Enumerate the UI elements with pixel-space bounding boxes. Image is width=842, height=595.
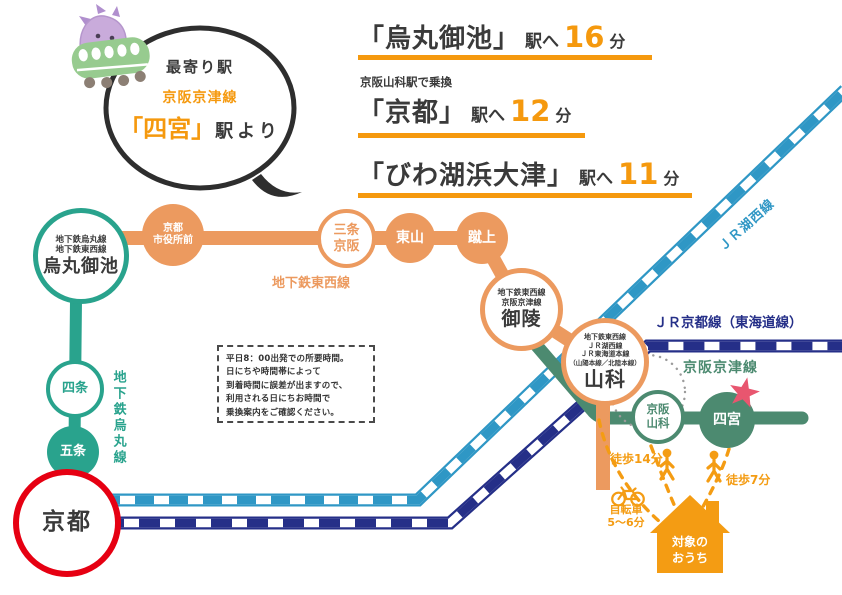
house-label-line1: 対象の bbox=[671, 535, 708, 549]
station-name: 山科 bbox=[646, 416, 670, 430]
station-sub-label: 京阪京津線 bbox=[501, 298, 542, 308]
speech-bubble bbox=[71, 4, 302, 197]
note-line: 平日8：00出発での所要時間。 bbox=[226, 354, 349, 364]
keishin-line-label: 京阪京津線 bbox=[683, 360, 758, 376]
station-higashiyama: 東山 bbox=[385, 213, 435, 263]
bubble-station-line: 「四宮」駅より bbox=[90, 109, 310, 144]
bicycle-label: 自転車 5〜6分 bbox=[598, 503, 654, 529]
station-sub-label: 地下鉄烏丸線 bbox=[55, 234, 107, 245]
station-kyoto-shiyakushomae: 京都 市役所前 bbox=[142, 204, 204, 266]
transfer-dotted-circle-icon bbox=[609, 353, 687, 431]
bubble-nearest-station-label: 最寄り駅 bbox=[165, 58, 234, 76]
destination-station: 「烏丸御池」 bbox=[358, 24, 521, 54]
station-sub-label: 地下鉄東西線 bbox=[584, 332, 626, 341]
destination-unit: 分 bbox=[663, 169, 680, 188]
station-name: 京阪 bbox=[646, 402, 670, 417]
destination-minutes: 16 bbox=[564, 20, 605, 54]
destination-to-label: 駅へ bbox=[525, 32, 560, 52]
station-shijo: 四条 bbox=[46, 360, 104, 418]
destination-row-kyoto: 「京都」 駅へ 12 分 bbox=[358, 92, 571, 129]
destination-minutes: 11 bbox=[618, 157, 659, 191]
station-sub-label: 地下鉄東西線 bbox=[497, 288, 546, 298]
target-house-label: 対象の おうち bbox=[657, 535, 723, 566]
station-sub-label: ＪＲ湖西線 bbox=[587, 341, 623, 350]
station-name: 京阪 bbox=[333, 238, 360, 254]
walk7-route-dashed-line bbox=[697, 447, 731, 516]
station-name: 蹴上 bbox=[468, 229, 496, 246]
station-name: 烏丸御池 bbox=[43, 255, 119, 277]
note-line: 利用される日にちお時間で bbox=[226, 394, 331, 405]
bicycle-icon bbox=[611, 486, 645, 507]
destination-minutes: 12 bbox=[510, 94, 551, 128]
station-shinomiya: 四宮 bbox=[699, 392, 755, 448]
destination-station: 「京都」 bbox=[358, 98, 467, 128]
station-sub-label: ＪＲ東海道本線 bbox=[580, 350, 630, 359]
station-name: 四条 bbox=[61, 381, 88, 397]
station-keihan-yamashina: 京阪 山科 bbox=[631, 390, 685, 444]
note-line: 到着時間に誤差が出ますので、 bbox=[226, 380, 348, 391]
station-karasuma-oike: 地下鉄烏丸線 地下鉄東西線 烏丸御池 bbox=[33, 208, 129, 304]
station-name: 三条 bbox=[333, 222, 360, 238]
house-icon bbox=[650, 495, 730, 573]
destination-unit: 分 bbox=[609, 32, 626, 51]
station-name: 山科 bbox=[584, 367, 626, 392]
tozai-line-label: 地下鉄東西線 bbox=[272, 276, 351, 291]
station-misasagi: 地下鉄東西線 京阪京津線 御陵 bbox=[480, 268, 563, 351]
destination-row-biwako-hamaotsu: 「びわ湖浜大津」 駅へ 11 分 bbox=[358, 155, 679, 192]
bicycle-label-line2: 5〜6分 bbox=[607, 516, 645, 530]
station-kyoto: 京都 bbox=[13, 469, 121, 577]
destination-station: 「びわ湖浜大津」 bbox=[358, 161, 575, 191]
jr-kosei-line-icon bbox=[67, 85, 842, 507]
station-keage: 蹴上 bbox=[456, 212, 508, 264]
note-line: 乗換案内をご確認ください。 bbox=[226, 407, 340, 418]
note-line: 日にちや時間帯によって bbox=[226, 367, 322, 378]
bubble-station-name: 「四宮」 bbox=[119, 115, 216, 143]
station-name: 市役所前 bbox=[153, 235, 193, 246]
destination-unit: 分 bbox=[555, 106, 572, 125]
station-name: 四宮 bbox=[713, 411, 741, 428]
walker-icon bbox=[659, 448, 722, 483]
bicycle-route-dashed-line bbox=[597, 418, 662, 524]
house-label-line2: おうち bbox=[671, 550, 708, 565]
station-sub-label: （山陽本線／北陸本線） bbox=[569, 359, 641, 368]
station-name: 五条 bbox=[59, 444, 86, 460]
station-name: 京都 bbox=[163, 223, 183, 234]
jr-kyoto-line-label: ＪＲ京都線（東海道線） bbox=[654, 315, 803, 331]
walk14-label: 徒歩14分 bbox=[610, 452, 663, 466]
destination-to-label: 駅へ bbox=[579, 169, 614, 189]
underline-2 bbox=[358, 133, 585, 138]
timetable-note-box: 平日8：00出発での所要時間。 日にちや時間帯によって 到着時間に誤差が出ますの… bbox=[217, 345, 375, 423]
karasuma-line-label: 地下鉄烏丸線 bbox=[110, 370, 126, 466]
speech-bubble-tail bbox=[252, 174, 302, 197]
station-name: 御陵 bbox=[501, 308, 542, 331]
transfer-note: 京阪山科駅で乗換 bbox=[360, 75, 452, 89]
bubble-station-suffix: 駅より bbox=[215, 121, 281, 142]
bubble-line-name: 京阪京津線 bbox=[162, 90, 238, 106]
bicycle-label-line1: 自転車 bbox=[609, 503, 643, 516]
destination-row-karasuma-oike: 「烏丸御池」 駅へ 16 分 bbox=[358, 18, 625, 55]
station-sanjo-keihan: 三条 京阪 bbox=[317, 209, 376, 268]
underline-3 bbox=[358, 193, 692, 198]
station-yamashina: 地下鉄東西線 ＪＲ湖西線 ＪＲ東海道本線 （山陽本線／北陸本線） 山科 bbox=[561, 318, 649, 406]
destination-to-label: 駅へ bbox=[471, 106, 506, 126]
station-name: 東山 bbox=[396, 229, 424, 246]
station-name: 京都 bbox=[42, 509, 92, 536]
underline-1 bbox=[358, 55, 652, 60]
dino-train-mascot-icon bbox=[71, 4, 150, 89]
jr-kyoto-line-icon bbox=[67, 339, 842, 530]
station-sub-label: 地下鉄東西線 bbox=[55, 245, 107, 256]
walk7-label: 徒歩7分 bbox=[726, 473, 771, 487]
